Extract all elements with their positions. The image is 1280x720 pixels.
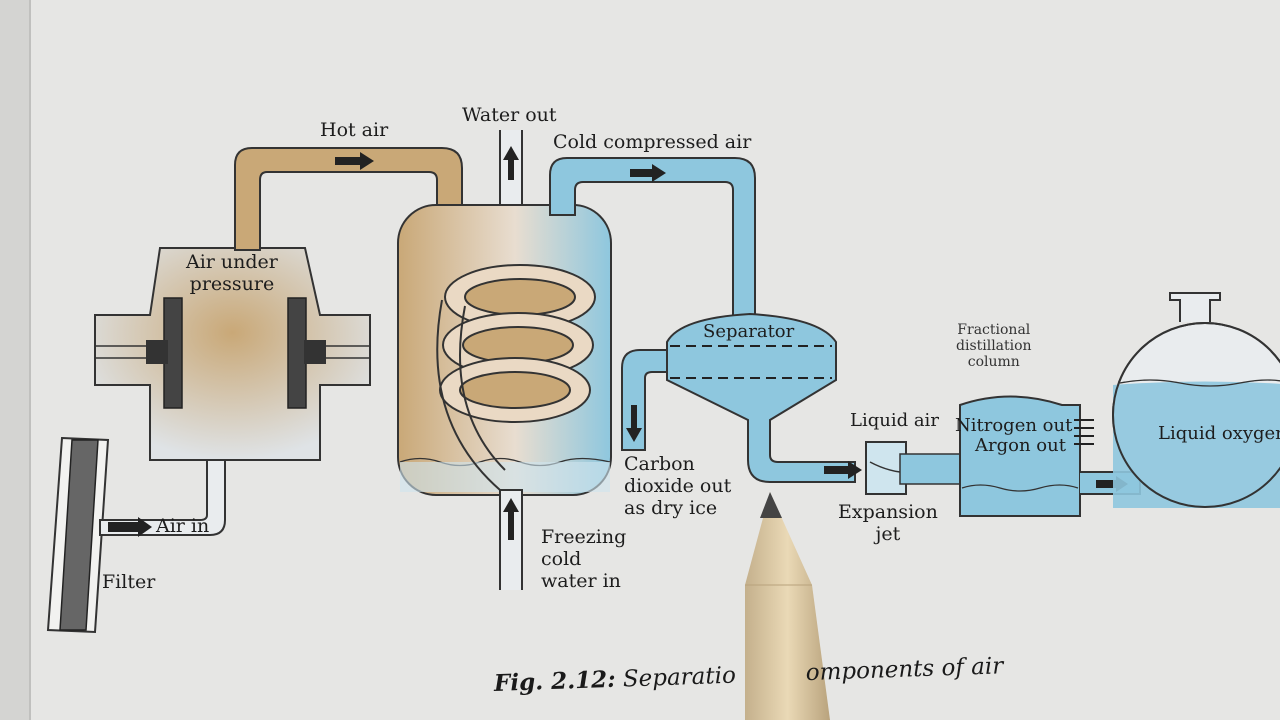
caption-text-left: Separatio: [622, 662, 737, 693]
hot-air-arrow: [335, 152, 374, 170]
label-air-in: Air in: [156, 515, 210, 537]
label-argon-out: Argon out: [975, 435, 1066, 456]
label-liquid-air: Liquid air: [850, 410, 939, 431]
label-fractional-distillation-column: Fractional distillation column: [956, 322, 1032, 371]
co2-out-arrow: [626, 405, 642, 442]
distillation-column: [959, 395, 1094, 517]
label-air-under-pressure: Air under pressure: [186, 251, 278, 295]
air-in-arrow: [108, 517, 152, 537]
cold-water-in-arrow: [503, 498, 519, 540]
liquid-oxygen-flask: [1112, 292, 1280, 508]
cooling-coil: [436, 264, 596, 491]
caption-number: Fig. 2.12:: [493, 665, 617, 697]
label-filter: Filter: [102, 571, 156, 593]
label-expansion-jet: Expansion jet: [838, 501, 938, 545]
label-water-out: Water out: [462, 104, 557, 126]
cold-air-arrow: [630, 164, 666, 182]
separator-vessel: [666, 312, 856, 483]
liquid-air-arrow: [824, 461, 862, 479]
label-separator: Separator: [703, 321, 795, 342]
label-freezing-cold-water-in: Freezing cold water in: [541, 526, 627, 592]
label-hot-air: Hot air: [320, 119, 389, 141]
label-carbon-dioxide-out: Carbon dioxide out as dry ice: [624, 453, 732, 519]
filter-unit: [46, 436, 110, 634]
label-nitrogen-out: Nitrogen out: [955, 415, 1073, 436]
compressor: [94, 247, 371, 461]
water-out-arrow: [503, 146, 519, 180]
pencil: [745, 492, 830, 720]
expansion-jet: [865, 441, 963, 495]
label-cold-compressed-air: Cold compressed air: [553, 131, 752, 153]
label-liquid-oxygen: Liquid oxygen: [1158, 423, 1280, 444]
